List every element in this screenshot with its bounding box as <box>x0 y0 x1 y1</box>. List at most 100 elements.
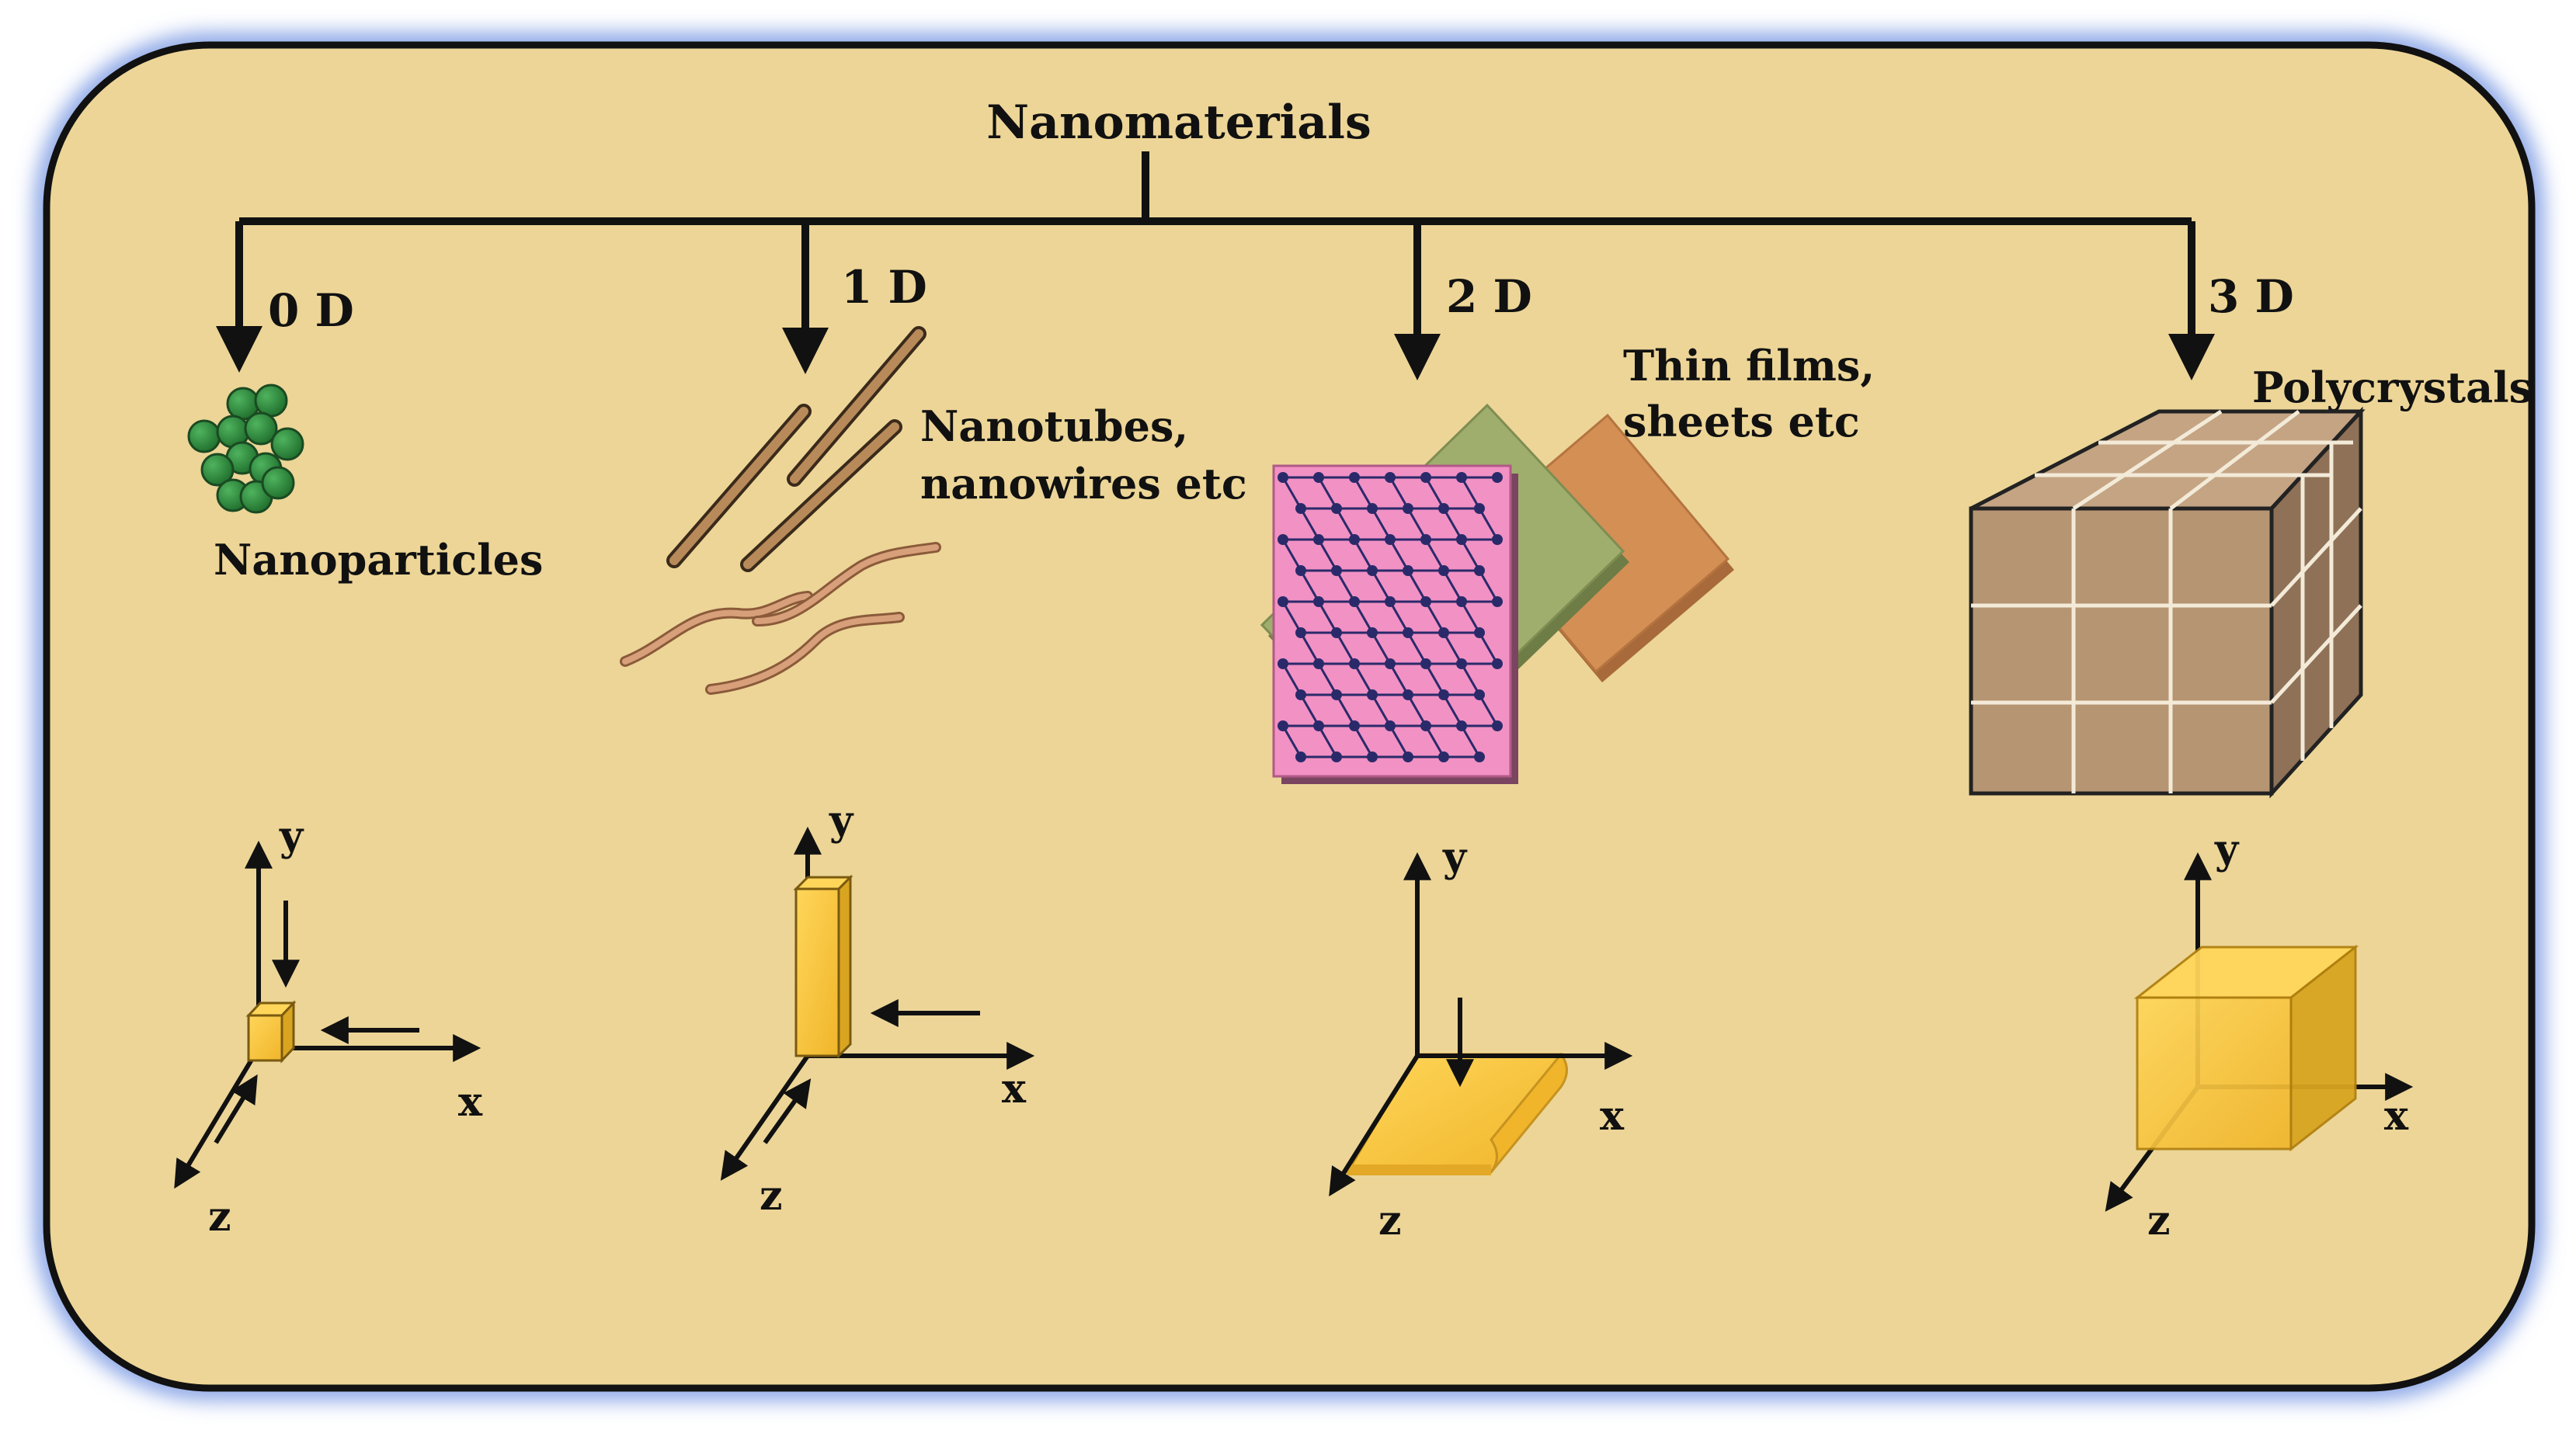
lattice-atom <box>1385 534 1396 545</box>
lattice-atom <box>1367 751 1378 762</box>
lattice-atom <box>1385 472 1396 483</box>
lattice-bond <box>1353 725 1374 758</box>
lattice-atom <box>1403 751 1413 762</box>
lattice-atom <box>1474 627 1485 638</box>
lattice-atom <box>1278 472 1288 483</box>
lattice-atom <box>1331 751 1342 762</box>
lattice-atom <box>1403 565 1413 576</box>
lattice-bond <box>1478 632 1499 665</box>
lattice-atom <box>1420 658 1431 669</box>
nanowires-illustration <box>620 542 941 695</box>
lattice-bond <box>1442 508 1463 540</box>
lattice-bond <box>1406 508 1427 540</box>
lattice-bond <box>1406 632 1427 665</box>
lattice-bond <box>1317 601 1338 633</box>
lattice-bond <box>1460 725 1481 758</box>
example-label-1d-line1: Nanotubes, <box>920 401 1188 451</box>
lattice-atom <box>1492 658 1503 669</box>
lattice-atom <box>1438 751 1449 762</box>
axes-2d <box>1329 852 1633 1197</box>
lattice-atom <box>1456 658 1467 669</box>
lattice-bond <box>1317 663 1338 696</box>
lattice-atom <box>1349 472 1360 483</box>
lattice-bond <box>1460 601 1481 633</box>
lattice-bond <box>1389 477 1410 509</box>
axis-y-label-3d: y <box>2214 826 2240 873</box>
root-label: Nanomaterials <box>986 95 1371 150</box>
axis-x-label-2d: x <box>1600 1092 1625 1140</box>
lattice-atom <box>1385 658 1396 669</box>
lattice-bond <box>1353 539 1374 571</box>
lattice-bond <box>1281 725 1302 758</box>
axis-z-label-3d: z <box>2147 1197 2171 1244</box>
lattice-atom <box>1420 720 1431 731</box>
lattice-atom <box>1313 658 1324 669</box>
lattice-atom <box>1492 534 1503 545</box>
lattice-atom <box>1474 751 1485 762</box>
example-label-2d-line2: sheets etc <box>1623 397 1860 446</box>
axis-z-label-0d: z <box>208 1193 231 1241</box>
lattice-atom <box>1367 689 1378 700</box>
lattice-atom <box>1313 534 1324 545</box>
axis-y-label-0d: y <box>279 813 304 860</box>
lattice-bond <box>1478 570 1499 602</box>
lattice-atom <box>1295 627 1306 638</box>
axis-z-label-1d: z <box>760 1172 783 1220</box>
lattice-atom <box>1456 472 1467 483</box>
lattice-bond <box>1389 663 1410 696</box>
lattice-atom <box>1295 565 1306 576</box>
lattice-atom <box>1295 689 1306 700</box>
lattice-bond <box>1424 663 1445 696</box>
lattice-bond <box>1478 694 1499 727</box>
example-label-2d-line1: Thin films, <box>1623 341 1875 390</box>
lattice-bond <box>1478 508 1499 540</box>
lattice-bond <box>1317 539 1338 571</box>
lattice-bond <box>1353 601 1374 633</box>
lattice-atom <box>1438 627 1449 638</box>
lattice-atom <box>1331 565 1342 576</box>
confined-box-0d <box>245 1000 297 1064</box>
lattice-bond <box>1299 694 1320 727</box>
axis-y-label-2d: y <box>1442 834 1468 881</box>
axis-x-label-1d: x <box>1002 1065 1027 1112</box>
lattice-bond <box>1281 477 1302 509</box>
lattice-bond <box>1281 663 1302 696</box>
lattice-bond <box>1335 508 1356 540</box>
lattice-bond <box>1389 725 1410 758</box>
lattice-atom <box>1492 472 1503 483</box>
lattice-bond <box>1442 570 1463 602</box>
lattice-bond <box>1389 601 1410 633</box>
lattice-atom <box>1278 658 1288 669</box>
lattice-bond <box>1281 601 1302 633</box>
lattice-bond <box>1353 663 1374 696</box>
lattice-bond <box>1299 570 1320 602</box>
lattice-atom <box>1403 689 1413 700</box>
tree-connectors <box>216 151 2215 380</box>
lattice-atom <box>1349 720 1360 731</box>
nanoparticles-illustration <box>187 384 304 514</box>
lattice-bond <box>1371 632 1392 665</box>
lattice-atom <box>1385 720 1396 731</box>
lattice-atom <box>1456 534 1467 545</box>
lattice-bond <box>1371 694 1392 727</box>
lattice-atom <box>1349 658 1360 669</box>
lattice-bond <box>1335 570 1356 602</box>
graphene-lattice <box>1278 472 1503 762</box>
lattice-atom <box>1420 596 1431 607</box>
lattice-atom <box>1492 720 1503 731</box>
lattice-bond <box>1424 725 1445 758</box>
lattice-atom <box>1367 565 1378 576</box>
lattice-atom <box>1367 503 1378 514</box>
dimension-label-2d: 2 D <box>1446 270 1532 323</box>
lattice-atom <box>1403 627 1413 638</box>
dimension-label-0d: 0 D <box>268 284 354 337</box>
axis-z-label-2d: z <box>1378 1197 1402 1244</box>
lattice-atom <box>1331 627 1342 638</box>
lattice-atom <box>1474 503 1485 514</box>
lattice-bond <box>1299 632 1320 665</box>
lattice-atom <box>1367 627 1378 638</box>
dimension-label-1d: 1 D <box>841 261 927 314</box>
lattice-bond <box>1353 477 1374 509</box>
lattice-atom <box>1420 472 1431 483</box>
lattice-atom <box>1295 503 1306 514</box>
